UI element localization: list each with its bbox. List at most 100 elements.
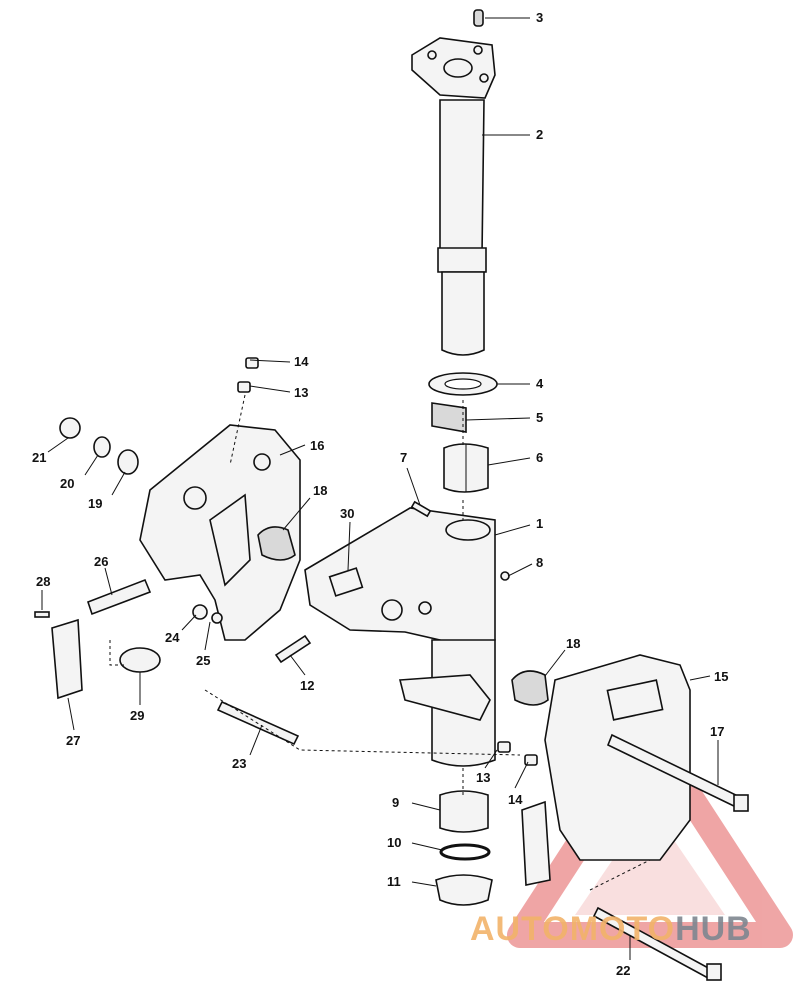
screw [410, 500, 432, 518]
leader-10 [411, 842, 443, 851]
tilt-lever [51, 618, 83, 700]
spacer [117, 449, 139, 475]
swivel-tilt-arm [398, 674, 491, 721]
watermark-text-secondary: HUB [675, 910, 752, 948]
callout-14a: 14 [294, 354, 309, 369]
leader-5 [465, 417, 531, 421]
clamp-screw-head [733, 794, 749, 812]
callout-12: 12 [300, 678, 314, 693]
callout-24: 24 [165, 630, 180, 645]
leader-15 [689, 675, 711, 681]
nut [59, 417, 81, 439]
callout-21: 21 [32, 450, 46, 465]
leader-11 [411, 881, 437, 887]
leader-18 [282, 497, 311, 531]
leader-30 [347, 521, 351, 571]
bottom-bushing [435, 874, 493, 906]
lower-bushing [439, 790, 489, 833]
leader-12 [289, 654, 306, 676]
bracket-label-plate [606, 679, 664, 721]
callout-20: 20 [60, 476, 74, 491]
watermark-text-primary: AUTOMOTO [470, 910, 675, 948]
callout-30: 30 [340, 506, 354, 521]
grease-fitting [245, 357, 259, 369]
pin [34, 611, 50, 618]
callout-8: 8 [536, 555, 543, 570]
leader-13b [484, 749, 498, 769]
callout-9: 9 [392, 795, 399, 810]
grease-fitting [237, 381, 251, 393]
callout-23: 23 [232, 756, 246, 771]
callout-28: 28 [36, 574, 50, 589]
leader-8 [507, 563, 533, 577]
tube-body [439, 99, 485, 256]
assembly-line [109, 640, 125, 666]
grease-fitting [497, 741, 511, 753]
leader-13 [249, 385, 291, 393]
callout-16: 16 [310, 438, 324, 453]
screw [500, 571, 510, 581]
flange-hole [473, 45, 483, 55]
leader-25 [204, 621, 211, 651]
leader-18b [544, 649, 566, 677]
clamp-plate [521, 800, 551, 886]
callout-7: 7 [400, 450, 407, 465]
tube-collar [437, 247, 487, 273]
callout-10: 10 [387, 835, 401, 850]
thrust-washer-hole [444, 378, 482, 390]
callout-27: 27 [66, 733, 80, 748]
callout-15: 15 [714, 669, 728, 684]
knob [119, 647, 161, 673]
bracket-window [209, 493, 251, 587]
callout-26: 26 [94, 554, 108, 569]
leader-26 [104, 567, 113, 596]
tilt-tube-hole [418, 601, 432, 615]
assembly-line [589, 859, 651, 891]
tilt-tube-hole [381, 599, 403, 621]
callout-6: 6 [536, 450, 543, 465]
assembly-line [204, 689, 521, 756]
leader-24 [181, 614, 197, 631]
pin [473, 9, 484, 27]
washer [211, 612, 223, 624]
callout-18a: 18 [313, 483, 327, 498]
leader-16 [279, 444, 306, 456]
bracket-hole [183, 486, 207, 510]
washer [93, 436, 111, 458]
flange-hole [479, 73, 489, 83]
leader-14b [514, 761, 529, 789]
callout-13a: 13 [294, 385, 308, 400]
leader-20 [84, 454, 99, 476]
callout-11: 11 [387, 874, 401, 889]
decal [328, 567, 364, 597]
leader-6 [487, 457, 531, 466]
callout-14b: 14 [508, 792, 523, 807]
callouts: 1 2 3 4 5 6 7 8 9 10 11 12 13 13 14 14 1… [32, 10, 728, 978]
callout-18b: 18 [566, 636, 580, 651]
swivel-bracket [304, 507, 496, 767]
starboard-bracket-body [544, 654, 691, 861]
flange-bore [443, 58, 473, 78]
steering-tube-assembly [411, 9, 496, 356]
callout-17: 17 [710, 724, 724, 739]
set-screw [274, 634, 312, 664]
bracket-hole [253, 453, 271, 471]
callout-5: 5 [536, 410, 543, 425]
watermark-text: AUTOMOTOHUB [470, 910, 752, 948]
callout-4: 4 [536, 376, 544, 391]
port-clamp-bracket [139, 424, 301, 641]
flange-hole [427, 50, 437, 60]
callout-13b: 13 [476, 770, 490, 785]
leader-23 [249, 724, 263, 756]
callout-19: 19 [88, 496, 102, 511]
leader-14 [249, 359, 291, 363]
callout-22: 22 [616, 963, 630, 978]
rubber-bumper [511, 670, 549, 706]
nut [192, 604, 208, 620]
tube-lower [441, 271, 485, 356]
leader-9 [411, 802, 441, 811]
leader-7 [406, 467, 421, 506]
swivel-bore [445, 519, 491, 541]
rubber-bumper [257, 526, 296, 561]
